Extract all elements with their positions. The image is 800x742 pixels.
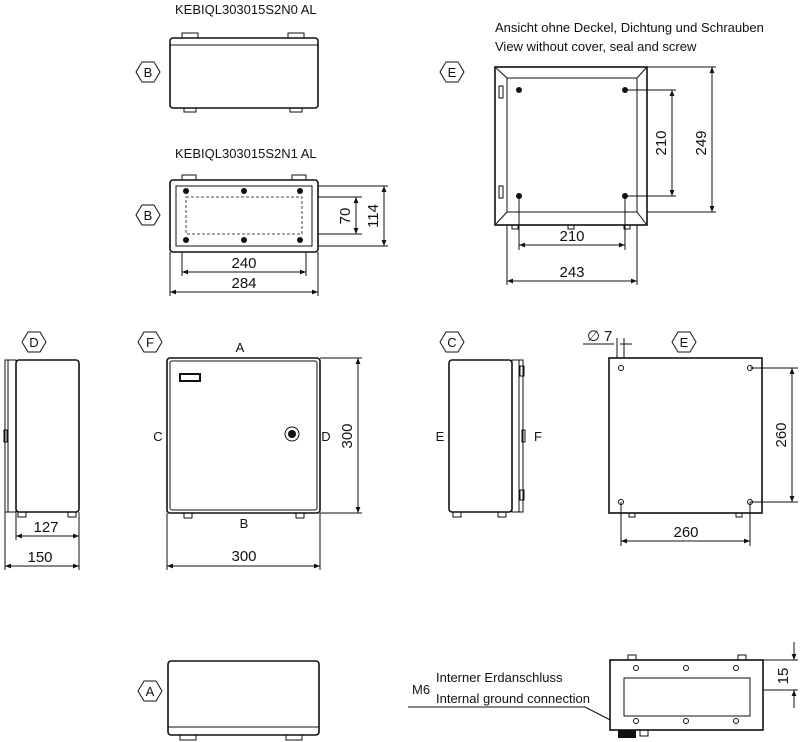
svg-text:B: B <box>144 65 153 80</box>
model-n1-title: KEBIQL303015S2N1 AL <box>175 146 317 161</box>
dim-d-depth-inner: 127 <box>33 519 58 536</box>
view-e-drawing <box>494 66 716 285</box>
view-marker-b-bottom: B <box>135 204 161 226</box>
view-b-n1-drawing <box>169 174 388 296</box>
view-marker-e-rear: E <box>671 331 697 353</box>
side-letter-bottom: B <box>240 516 249 531</box>
dim-d-depth-outer: 150 <box>27 549 52 566</box>
view-f-drawing <box>166 357 362 570</box>
hole-diameter-symbol: ∅ <box>587 328 600 345</box>
dim-e-hole-height: 210 <box>653 130 670 155</box>
note-de: Ansicht ohne Deckel, Dichtung und Schrau… <box>495 20 764 35</box>
svg-text:E: E <box>448 65 457 80</box>
dim-e-hole-width: 210 <box>559 228 584 245</box>
lock-icon <box>284 426 300 442</box>
dim-f-height: 300 <box>339 423 356 448</box>
ground-label-de: Interner Erdanschluss <box>436 670 563 685</box>
ground-label-en: Internal ground connection <box>436 691 590 706</box>
dim-b-inner-height: 70 <box>337 208 354 225</box>
view-marker-b-top: B <box>135 61 161 83</box>
svg-text:D: D <box>29 335 38 350</box>
view-marker-c: C <box>439 331 465 353</box>
dim-b-outer-height: 114 <box>365 204 382 228</box>
dim-rear-hole-width: 260 <box>673 524 698 541</box>
side-letter-right: D <box>321 429 330 444</box>
dim-b-inner-width: 240 <box>231 255 256 272</box>
view-d-drawing <box>3 359 80 570</box>
view-b-n0-drawing <box>169 32 319 113</box>
dim-rear-hole-height: 260 <box>773 422 790 447</box>
dim-f-width: 300 <box>231 548 256 565</box>
dim-e-outer-width: 243 <box>559 264 584 281</box>
note-en: View without cover, seal and screw <box>495 39 697 54</box>
view-marker-f: F <box>137 331 163 353</box>
view-marker-e-top: E <box>439 61 465 83</box>
side-letter-c-right: F <box>534 429 542 444</box>
dim-e-outer-height: 249 <box>693 130 710 155</box>
svg-text:A: A <box>146 684 155 699</box>
side-letter-c-left: E <box>436 429 445 444</box>
svg-text:E: E <box>680 335 689 350</box>
dim-b-outer-width: 284 <box>231 275 256 292</box>
ground-thread: M6 <box>412 682 430 697</box>
side-letter-top: A <box>236 340 245 355</box>
model-n0-title: KEBIQL303015S2N0 AL <box>175 2 317 17</box>
dim-hole-diameter: 7 <box>604 328 612 345</box>
side-letter-left: C <box>153 429 162 444</box>
view-e-rear-drawing <box>583 338 798 546</box>
view-a-drawing <box>167 660 320 741</box>
dim-ground-offset: 15 <box>775 668 792 685</box>
svg-text:F: F <box>146 335 154 350</box>
svg-text:B: B <box>144 208 153 223</box>
ground-view-drawing <box>408 642 798 738</box>
view-marker-a: A <box>137 680 163 702</box>
view-c-drawing <box>448 359 526 518</box>
svg-text:C: C <box>447 335 456 350</box>
view-marker-d: D <box>21 331 47 353</box>
